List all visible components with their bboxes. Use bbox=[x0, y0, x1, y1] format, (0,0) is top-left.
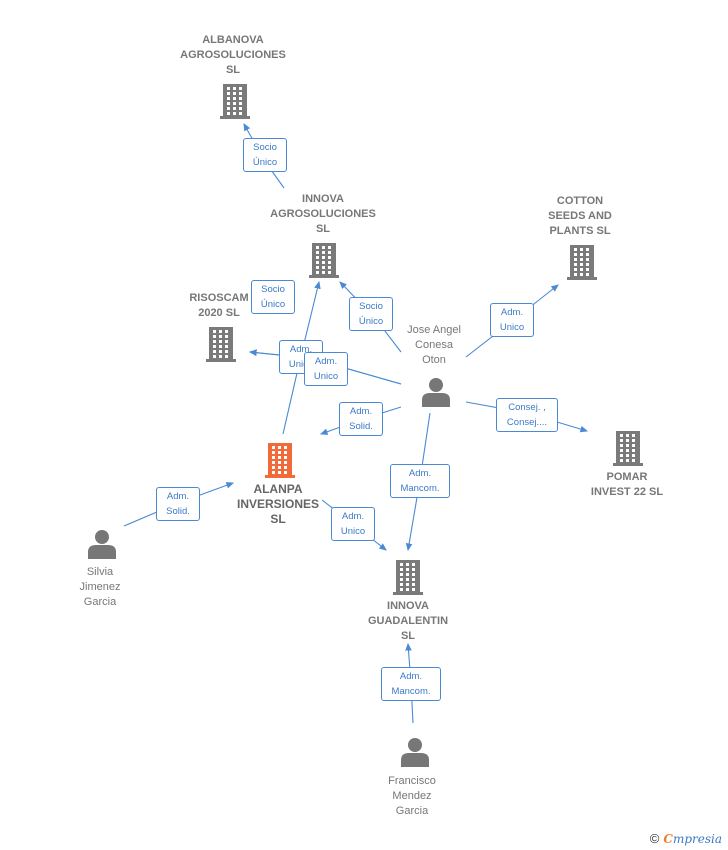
edge-label-adm-mancom[interactable]: Adm. Mancom. bbox=[381, 667, 441, 701]
edge-label-adm-unico[interactable]: Adm. Unico bbox=[331, 507, 375, 541]
person-icon bbox=[401, 738, 429, 767]
edge-label-consejero[interactable]: Consej. , Consej.... bbox=[496, 398, 558, 432]
person-icon bbox=[88, 530, 116, 559]
brand-logo: Cmpresia bbox=[663, 832, 722, 846]
building-icon bbox=[265, 443, 295, 478]
edge-label-socio-unico[interactable]: Socio Único bbox=[243, 138, 287, 172]
node-label: INNOVA GUADALENTIN SL bbox=[367, 600, 449, 642]
edge-label-adm-solid[interactable]: Adm. Solid. bbox=[339, 402, 383, 436]
building-icon bbox=[206, 327, 236, 362]
copyright-icon: © bbox=[649, 831, 660, 846]
building-icon bbox=[613, 431, 643, 466]
node-label: RISOSCAM 2020 SL bbox=[189, 292, 249, 319]
node-label: POMAR INVEST 22 SL bbox=[590, 471, 664, 498]
node-label: Francisco Mendez Garcia bbox=[388, 775, 436, 817]
edge-label-socio-unico[interactable]: Socio Único bbox=[251, 280, 295, 314]
node-label: COTTON SEEDS AND PLANTS SL bbox=[548, 195, 612, 237]
footer-brand[interactable]: ©Cmpresia bbox=[650, 831, 722, 846]
node-label: INNOVA AGROSOLUCIONES SL bbox=[270, 193, 376, 235]
edge-label-adm-unico[interactable]: Adm. Unico bbox=[304, 352, 348, 386]
edge-label-adm-solid[interactable]: Adm. Solid. bbox=[156, 487, 200, 521]
edge-label-socio-unico[interactable]: Socio Único bbox=[349, 297, 393, 331]
node-label: Jose Angel Conesa Oton bbox=[407, 324, 461, 366]
person-icon bbox=[422, 378, 450, 407]
building-icon bbox=[220, 84, 250, 119]
icons-layer bbox=[88, 84, 643, 767]
building-icon bbox=[393, 560, 423, 595]
node-label: ALANPA INVERSIONES SL bbox=[236, 482, 320, 526]
building-icon bbox=[567, 245, 597, 280]
building-icon bbox=[309, 243, 339, 278]
node-label: Silvia Jimenez Garcia bbox=[79, 566, 121, 608]
node-label: ALBANOVA AGROSOLUCIONES SL bbox=[180, 34, 286, 76]
edge-label-adm-unico[interactable]: Adm. Unico bbox=[490, 303, 534, 337]
edge-label-adm-mancom[interactable]: Adm. Mancom. bbox=[390, 464, 450, 498]
